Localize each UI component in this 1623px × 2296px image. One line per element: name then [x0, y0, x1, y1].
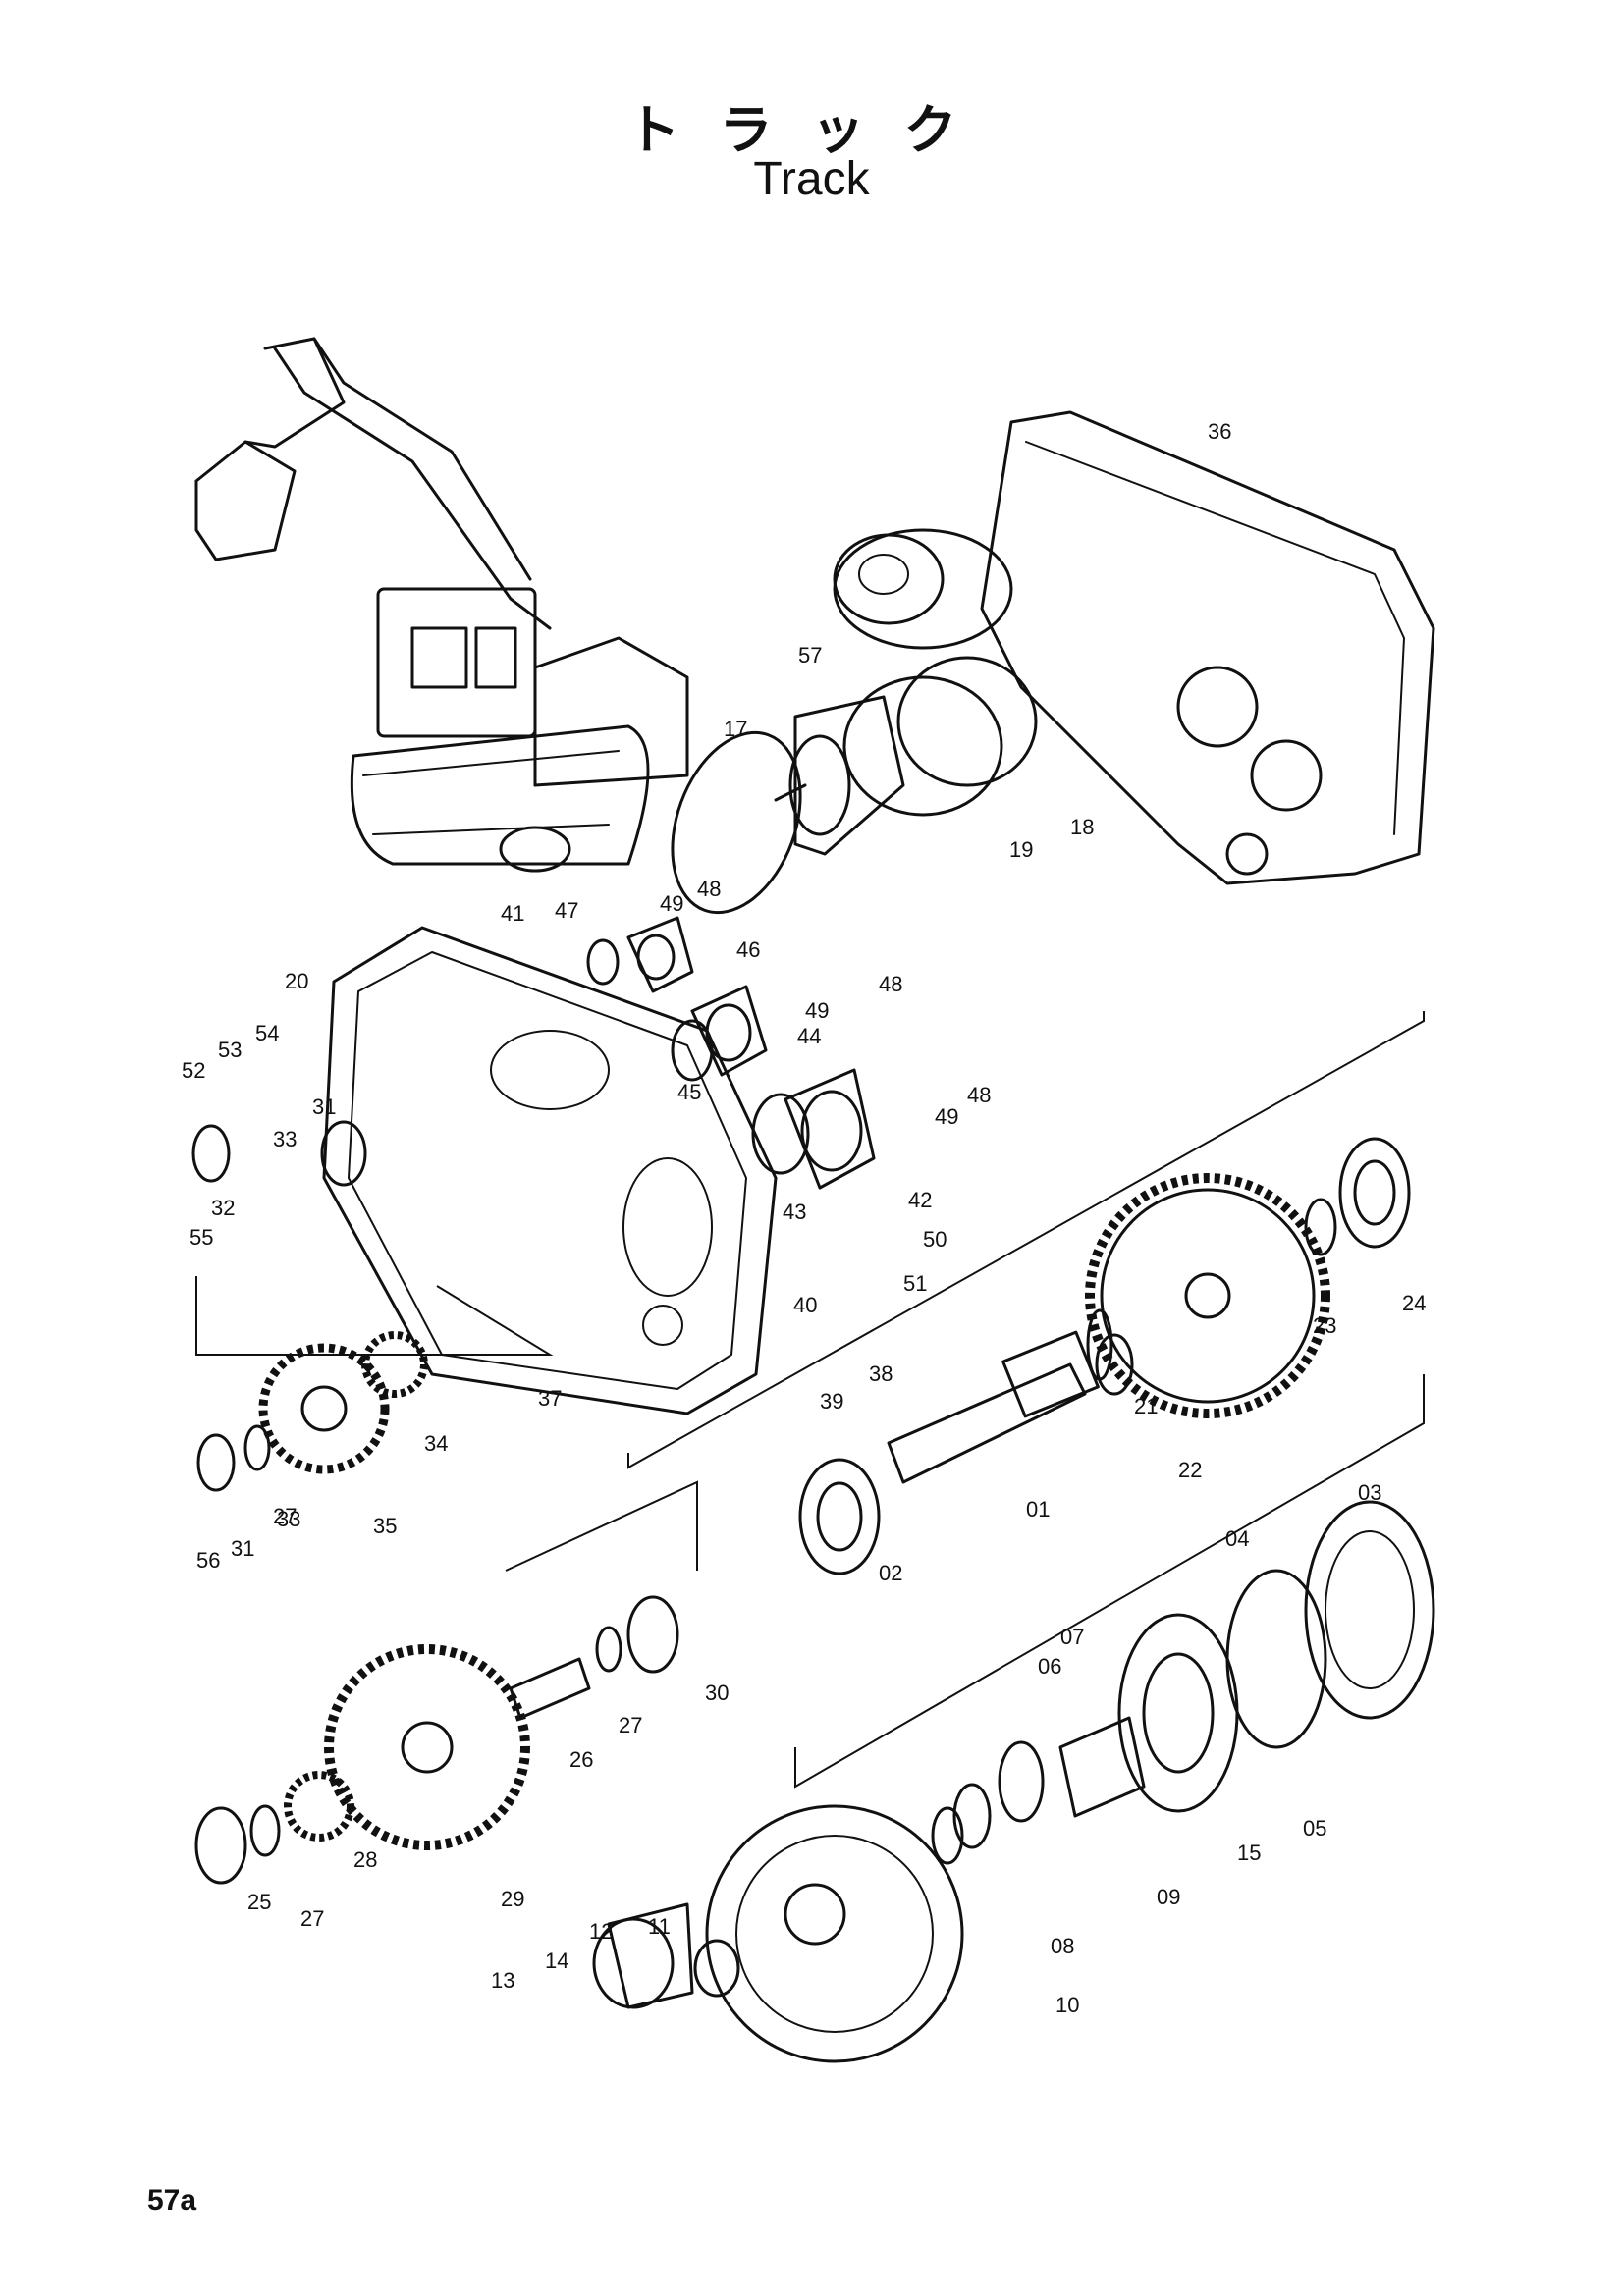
- part-label: 12: [589, 1919, 613, 1944]
- shaft-01: [887, 1308, 1113, 1484]
- bearing-covers: [586, 916, 876, 1190]
- part-label: 27: [300, 1906, 324, 1931]
- part-label: 14: [545, 1949, 568, 1973]
- part-label: 52: [182, 1058, 205, 1083]
- part-label: 18: [1070, 815, 1094, 839]
- part-label: 09: [1157, 1885, 1180, 1909]
- part-label: 22: [1178, 1458, 1202, 1482]
- part-label: 29: [501, 1887, 524, 1911]
- gear-case: [322, 926, 778, 1415]
- part-label: 43: [783, 1200, 806, 1224]
- part-label: 41: [501, 901, 524, 926]
- part-label: 01: [1026, 1497, 1050, 1522]
- part-label: 51: [903, 1271, 927, 1296]
- part-label: 23: [1313, 1313, 1336, 1338]
- part-label: 28: [353, 1847, 377, 1872]
- part-label: 55: [189, 1225, 213, 1250]
- part-label: 33: [273, 1127, 297, 1151]
- part-label: 48: [697, 877, 721, 901]
- o-ring-17: [671, 730, 802, 915]
- part-label: 49: [935, 1104, 958, 1129]
- part-label: 35: [373, 1514, 397, 1538]
- excavator-illustration: [194, 337, 689, 873]
- part-label: 40: [793, 1293, 817, 1317]
- part-label: 32: [211, 1196, 235, 1220]
- part-label: 27: [619, 1713, 642, 1737]
- part-number-labels: 01 02 03 04 05 06 07 08 09 10 11 12 13 1…: [182, 419, 1426, 2017]
- gears-left: [258, 1331, 428, 1474]
- part-label: 50: [923, 1227, 947, 1252]
- bearings-right: [798, 1137, 1411, 1575]
- hub-and-plates: [931, 1500, 1435, 1865]
- part-label: 21: [1134, 1394, 1158, 1418]
- part-label: 13: [491, 1968, 514, 1993]
- part-label: 31: [231, 1536, 254, 1561]
- part-label: 02: [879, 1561, 902, 1585]
- part-label: 30: [705, 1681, 729, 1705]
- part-label: 36: [1208, 419, 1231, 444]
- part-label: 45: [677, 1080, 701, 1104]
- part-label: 44: [797, 1024, 821, 1048]
- part-label: 37: [538, 1386, 562, 1411]
- sprocket-10: [705, 1804, 964, 2063]
- part-label: 42: [908, 1188, 932, 1212]
- part-label: 08: [1051, 1934, 1074, 1958]
- part-label: 24: [1402, 1291, 1426, 1315]
- exploded-view-guide-lines: [195, 1011, 1425, 1789]
- part-label: 11: [648, 1914, 671, 1939]
- part-label: 48: [879, 972, 902, 996]
- gear-22: [1085, 1173, 1330, 1418]
- part-label: 47: [555, 898, 578, 923]
- page-title-japanese: トラック: [626, 99, 997, 161]
- part-label: 54: [255, 1021, 279, 1045]
- part-label: 03: [1358, 1480, 1381, 1505]
- part-label: 07: [1060, 1625, 1084, 1649]
- page-number: 57a: [147, 2184, 197, 2216]
- part-label: 25: [247, 1890, 271, 1914]
- part-label: 39: [820, 1389, 843, 1414]
- part-label: 15: [1237, 1841, 1261, 1865]
- bearings-left: [191, 1120, 679, 1885]
- part-label: 48: [967, 1083, 991, 1107]
- part-label: 49: [660, 891, 683, 916]
- travel-motor: [774, 656, 1038, 856]
- part-label: 26: [569, 1747, 593, 1772]
- part-label: 17: [724, 717, 747, 741]
- part-label: 04: [1225, 1526, 1249, 1551]
- part-label: 10: [1055, 1993, 1079, 2017]
- gears-lower: [284, 1644, 591, 1850]
- part-label: 31: [312, 1095, 336, 1119]
- final-drive-housing: [833, 410, 1435, 885]
- cap-and-nut: [592, 1902, 740, 2009]
- part-label: 56: [196, 1548, 220, 1573]
- part-label: 06: [1038, 1654, 1061, 1679]
- part-label: 19: [1009, 837, 1033, 862]
- part-label: 38: [869, 1362, 893, 1386]
- part-label: 34: [424, 1431, 448, 1456]
- part-label: 05: [1303, 1816, 1326, 1841]
- part-label: 33: [277, 1507, 300, 1531]
- part-label: 46: [736, 937, 760, 962]
- part-label: 57: [798, 643, 822, 667]
- part-label: 49: [805, 998, 829, 1023]
- part-label: 53: [218, 1038, 242, 1062]
- part-label: 27: [273, 1504, 297, 1528]
- part-label: 20: [285, 969, 308, 993]
- page-title-english: Track: [753, 153, 870, 205]
